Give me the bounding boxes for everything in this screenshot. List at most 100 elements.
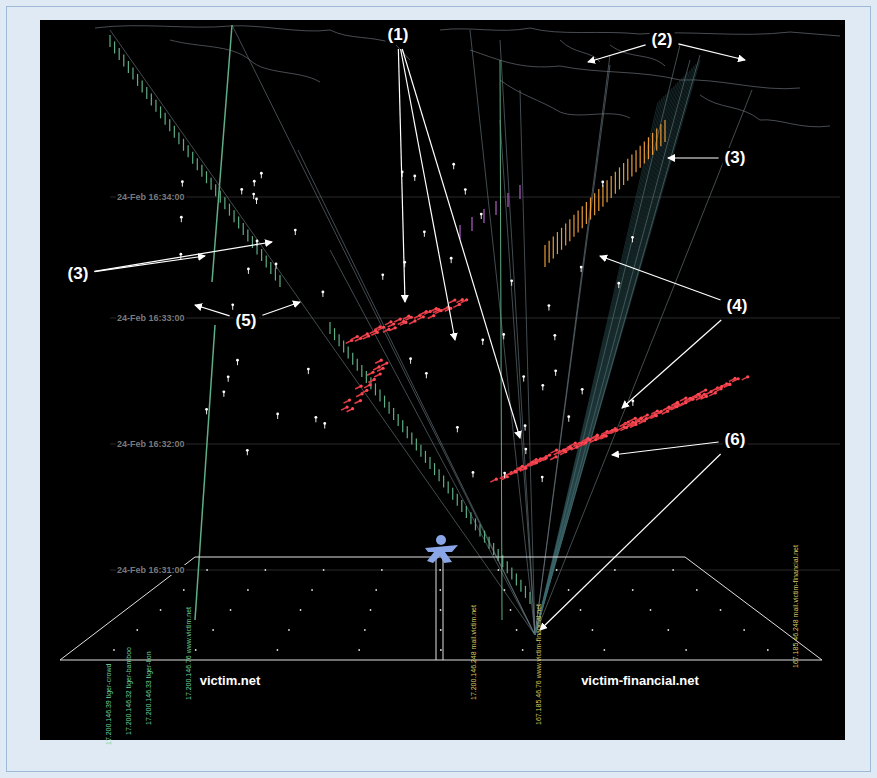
host-dot — [358, 649, 360, 651]
attack-arrow-head — [346, 405, 349, 408]
attack-line — [535, 62, 698, 635]
event-tick — [529, 592, 530, 604]
attack-arrow-head — [453, 298, 456, 301]
event-marker — [260, 172, 263, 175]
event-tick — [370, 377, 371, 389]
leader-line — [678, 44, 745, 60]
event-marker — [450, 257, 453, 260]
leader-line — [402, 49, 520, 438]
attack-line — [232, 25, 535, 635]
event-marker — [227, 375, 230, 378]
event-marker — [456, 426, 459, 429]
host-dot — [212, 629, 214, 631]
event-tick — [631, 154, 632, 176]
event-tick — [557, 232, 558, 254]
host-dot — [568, 589, 570, 591]
host-dot — [497, 569, 499, 571]
event-tick — [114, 41, 115, 53]
attack-arrow-head — [458, 303, 461, 306]
attack-line — [535, 86, 674, 635]
event-tick — [229, 204, 230, 216]
event-tick — [233, 210, 234, 222]
event-tick — [573, 215, 574, 237]
attack-line — [500, 120, 535, 635]
attack-line — [535, 65, 610, 635]
event-tick — [466, 506, 467, 518]
attack-arrow-head — [728, 383, 731, 386]
attack-arrow-head — [404, 321, 407, 324]
event-tick — [338, 334, 339, 346]
event-tick — [565, 223, 566, 245]
attack-arrow-head — [371, 371, 374, 374]
attack-line — [535, 55, 610, 635]
attack-line — [535, 72, 688, 635]
event-tick — [169, 119, 170, 131]
host-dot — [592, 629, 594, 631]
attack-arrow-head — [588, 438, 591, 441]
host-dot — [323, 569, 325, 571]
event-marker — [601, 180, 604, 183]
event-marker — [581, 388, 584, 391]
attack-arrow-head — [646, 413, 649, 416]
callout-number: (1) — [386, 25, 411, 45]
leader-line — [668, 157, 719, 158]
attack-arrow-head — [381, 367, 384, 370]
attack-arrow-head — [514, 470, 517, 473]
host-dot — [440, 649, 442, 651]
event-tick — [393, 408, 394, 420]
attack-line — [535, 100, 660, 635]
host-dot — [277, 649, 279, 651]
event-tick — [352, 353, 353, 365]
host-dot — [375, 589, 377, 591]
attack-line — [535, 80, 680, 635]
attack-line — [535, 78, 682, 635]
event-tick — [343, 340, 344, 352]
event-tick — [640, 146, 641, 168]
event-tick — [416, 439, 417, 451]
attack-arrow-head — [634, 423, 637, 426]
attack-arrow-head — [495, 478, 498, 481]
attack-line — [535, 82, 678, 635]
event-tick — [384, 396, 385, 408]
person-icon — [425, 535, 458, 563]
host-dot — [247, 589, 249, 591]
event-marker — [413, 174, 416, 177]
event-tick — [434, 463, 435, 475]
leader-line — [262, 302, 300, 315]
attack-line — [535, 90, 752, 635]
event-marker — [524, 424, 527, 427]
attack-line — [520, 90, 535, 635]
attack-arrow-head — [356, 335, 359, 338]
event-marker — [631, 236, 634, 239]
host-label: 167.185.46.248 mail.victim-financial.net — [792, 545, 799, 668]
event-marker — [409, 357, 412, 360]
host-dot — [516, 629, 518, 631]
event-tick — [627, 159, 628, 181]
leader-line — [94, 242, 272, 271]
event-tick — [606, 180, 607, 202]
event-marker — [452, 163, 455, 166]
event-marker — [567, 415, 570, 418]
event-tick — [471, 217, 472, 231]
attack-arrow-head — [625, 426, 628, 429]
event-marker — [222, 390, 225, 393]
event-marker — [255, 198, 258, 201]
host-dot — [522, 649, 524, 651]
event-marker — [180, 216, 183, 219]
leader-line — [622, 320, 721, 408]
event-tick — [329, 322, 330, 334]
event-marker — [321, 291, 324, 294]
attack-arrow-head — [422, 315, 425, 318]
event-tick — [261, 249, 262, 261]
attack-arrow-head — [378, 365, 381, 368]
event-tick — [498, 549, 499, 561]
callout-number: (5) — [234, 311, 259, 331]
event-tick — [224, 197, 225, 209]
host-dot — [603, 649, 605, 651]
attack-arrow-head — [555, 455, 558, 458]
event-tick — [483, 209, 484, 223]
event-tick — [525, 586, 526, 598]
attack-arrow-head — [709, 390, 712, 393]
attack-arrow-head — [368, 383, 371, 386]
attack-arrow-head — [555, 449, 558, 452]
